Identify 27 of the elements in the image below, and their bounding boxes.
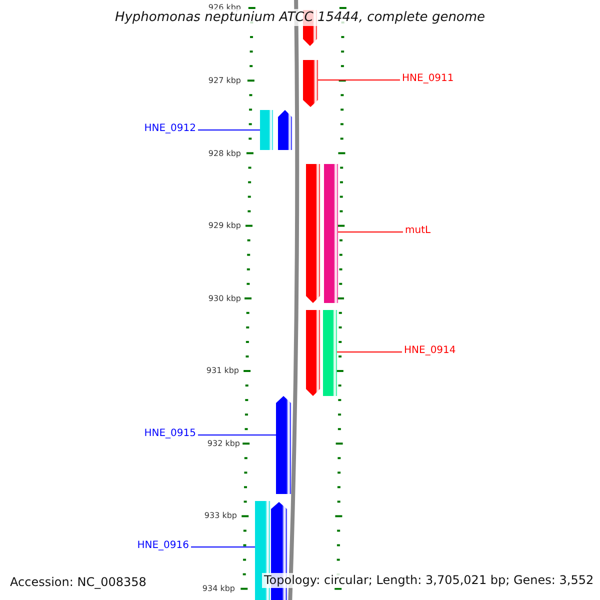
scale-label: 932 kbp bbox=[207, 439, 240, 449]
scale-label: 928 kbp bbox=[208, 149, 241, 159]
scale-label: 933 kbp bbox=[204, 511, 237, 521]
gene-bar bbox=[306, 310, 320, 396]
leader-line bbox=[198, 434, 276, 436]
scale-label: 926 kbp bbox=[208, 3, 241, 12]
gene-bar bbox=[306, 164, 320, 303]
gene-label: HNE_0914 bbox=[404, 345, 456, 357]
gene-label: HNE_0915 bbox=[144, 428, 196, 440]
gene-label: HNE_0916 bbox=[137, 540, 189, 552]
scale-label: 931 kbp bbox=[206, 366, 239, 376]
gene-bar bbox=[260, 110, 273, 150]
gene-bar bbox=[278, 110, 292, 150]
gene-bar bbox=[324, 164, 338, 303]
gene-bar bbox=[276, 396, 291, 494]
scale-label: 927 kbp bbox=[208, 76, 241, 86]
gene-bar bbox=[303, 60, 318, 107]
gene-label: HNE_0911 bbox=[402, 73, 454, 85]
gene-label: HNE_0912 bbox=[144, 123, 196, 135]
gene-label: mutL bbox=[405, 225, 431, 237]
scale-label: 934 kbp bbox=[202, 584, 235, 594]
title: Hyphomonas neptunium ATCC 15444, complete genome bbox=[114, 9, 486, 26]
scale-label: 930 kbp bbox=[208, 294, 241, 304]
leader-line bbox=[190, 546, 256, 548]
footer-text: Accession: NC_008358 bbox=[8, 575, 148, 590]
scale-label: 929 kbp bbox=[208, 221, 241, 231]
gene-bar bbox=[323, 310, 337, 396]
